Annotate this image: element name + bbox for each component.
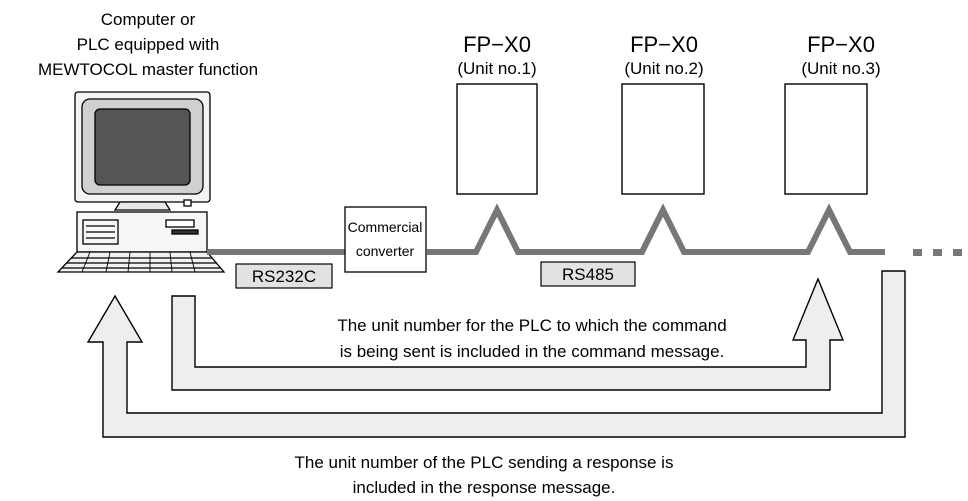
master-label-line1: Computer or xyxy=(101,10,196,29)
continuation-dots xyxy=(913,249,962,256)
command-arrow xyxy=(171,277,845,391)
unit3-box xyxy=(784,83,868,195)
unit1-model: FP−X0 xyxy=(463,32,531,57)
rs232c-label: RS232C xyxy=(252,267,316,286)
rs485-label: RS485 xyxy=(562,265,614,284)
master-label-line2: PLC equipped with xyxy=(77,35,220,54)
command-note-line2: is being sent is included in the command… xyxy=(340,342,725,361)
rs485-cable xyxy=(427,203,885,255)
converter-label-line1: Commercial xyxy=(348,219,423,235)
converter-label-line2: converter xyxy=(356,243,415,259)
master-label-line3: MEWTOCOL master function xyxy=(38,60,258,79)
unit2-number-label: (Unit no.2) xyxy=(624,59,703,78)
converter-box xyxy=(344,206,427,273)
unit3-number-label: (Unit no.3) xyxy=(801,59,880,78)
unit2-box xyxy=(621,83,705,195)
rs232c-label-box xyxy=(235,263,333,289)
response-note-line1: The unit number of the PLC sending a res… xyxy=(295,453,674,472)
command-note-line1: The unit number for the PLC to which the… xyxy=(337,316,726,335)
unit3-model: FP−X0 xyxy=(807,32,875,57)
computer-icon xyxy=(56,91,226,273)
unit1-number-label: (Unit no.1) xyxy=(457,59,536,78)
unit1-box xyxy=(456,83,538,195)
response-arrow xyxy=(86,270,906,438)
rs485-label-box xyxy=(540,261,636,287)
response-note-line2: included in the response message. xyxy=(353,478,616,497)
unit2-model: FP−X0 xyxy=(630,32,698,57)
